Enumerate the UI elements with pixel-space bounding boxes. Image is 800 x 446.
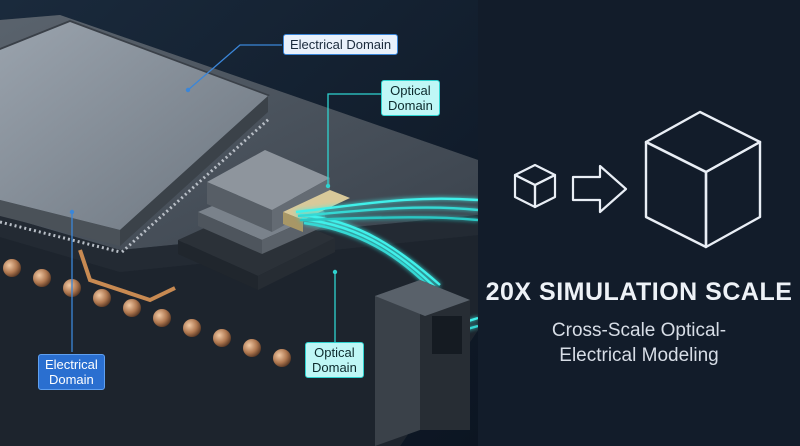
callout-label-line2: Domain xyxy=(388,98,433,113)
headline: 20X SIMULATION SCALE xyxy=(485,278,793,306)
callout-label-line2: Domain xyxy=(48,372,94,387)
optical-fibers xyxy=(295,197,479,338)
electrical-die xyxy=(0,20,272,254)
scale-icons xyxy=(513,110,762,249)
callout-optical-domain-bottom: Optical Domain xyxy=(305,342,364,378)
fiber-connector xyxy=(375,280,470,446)
subline: Cross-Scale Optical- Electrical Modeling xyxy=(478,318,800,368)
solder-ball-row xyxy=(3,259,291,367)
copper-trace xyxy=(78,249,176,303)
subline-line2: Electrical Modeling xyxy=(559,345,719,366)
optical-engine-stack xyxy=(178,150,350,290)
large-cube-icon xyxy=(644,110,762,249)
subline-line1: Cross-Scale Optical- xyxy=(551,320,727,341)
callout-label-line2: Domain xyxy=(312,360,357,375)
callout-leaders xyxy=(69,44,382,352)
callout-label-line1: Electrical xyxy=(45,357,98,372)
callout-electrical-domain-bottom: Electrical Domain xyxy=(38,354,105,390)
right-panel xyxy=(478,0,800,446)
callout-optical-domain-top: Optical Domain xyxy=(381,80,440,116)
callout-label-line1: Optical xyxy=(390,83,431,98)
small-cube-icon xyxy=(513,163,557,209)
callout-electrical-domain-top: Electrical Domain xyxy=(283,34,399,55)
arrow-right-icon xyxy=(571,164,628,214)
callout-label-line1: Optical xyxy=(314,345,355,360)
callout-label: Electrical Domain xyxy=(290,37,392,52)
